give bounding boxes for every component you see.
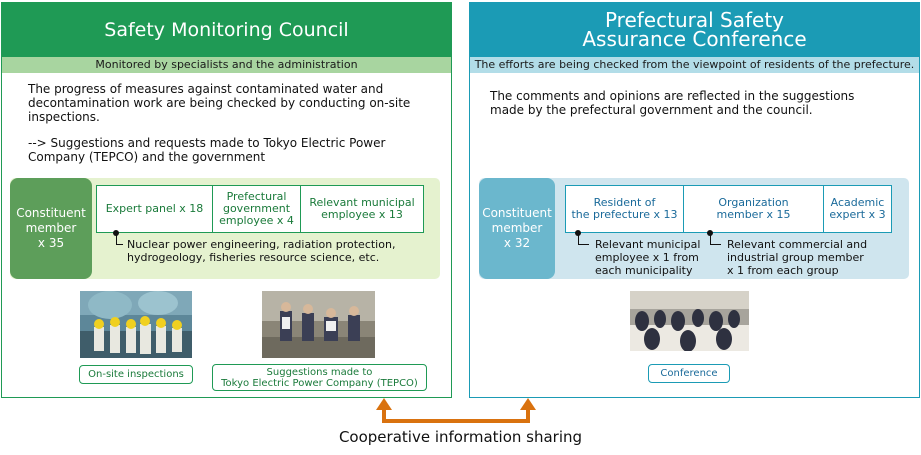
description-paragraph: The progress of measures against contami… bbox=[28, 82, 411, 124]
conference-label: Conference bbox=[648, 364, 730, 383]
connector-dot bbox=[575, 230, 581, 236]
member-cell-organization: Organization member x 15 bbox=[684, 186, 824, 232]
member-cell-residents: Resident of the prefecture x 13 bbox=[566, 186, 684, 232]
note-connector bbox=[116, 233, 123, 245]
municipal-employee-note: Relevant municipal employee x 1 from eac… bbox=[595, 238, 701, 277]
connector-dot bbox=[707, 230, 713, 236]
safety-monitoring-council-panel: Safety Monitoring Council Monitored by s… bbox=[1, 2, 452, 398]
panel-subtitle: The efforts are being checked from the v… bbox=[470, 57, 919, 73]
member-cell-academic: Academic expert x 3 bbox=[829, 196, 886, 221]
industrial-group-note: Relevant commercial and industrial group… bbox=[727, 238, 868, 277]
member-cell-municipal-employee: Relevant municipal employee x 13 bbox=[309, 196, 415, 221]
member-cell-prefectural-government: Prefectural government employee x 4 bbox=[213, 186, 301, 232]
suggestions-meeting-photo bbox=[262, 291, 375, 358]
expert-fields-note: Nuclear power engineering, radiation pro… bbox=[127, 238, 396, 264]
note-connector bbox=[710, 233, 721, 245]
suggestions-to-tepco-label: Suggestions made to Tokyo Electric Power… bbox=[212, 364, 427, 391]
panel-subtitle: Monitored by specialists and the adminis… bbox=[2, 57, 451, 73]
cooperative-sharing-label: Cooperative information sharing bbox=[338, 428, 583, 446]
member-cell-expert-panel: Expert panel x 18 bbox=[97, 186, 213, 232]
panel-title: Safety Monitoring Council bbox=[2, 3, 451, 57]
member-categories: Expert panel x 18 Prefectural government… bbox=[96, 185, 424, 233]
prefectural-safety-assurance-panel: Prefectural Safety Assurance Conference … bbox=[469, 2, 920, 398]
description-paragraph: The comments and opinions are reflected … bbox=[490, 89, 855, 117]
on-site-inspections-label: On-site inspections bbox=[79, 365, 193, 384]
connector-dot bbox=[113, 230, 119, 236]
panel-title: Prefectural Safety Assurance Conference bbox=[470, 3, 919, 57]
note-connector bbox=[578, 233, 589, 245]
conference-photo bbox=[630, 291, 749, 351]
on-site-inspection-photo bbox=[80, 291, 192, 358]
constituent-member-box: Constituent member x 35 bbox=[10, 178, 92, 279]
suggestions-paragraph: --> Suggestions and requests made to Tok… bbox=[28, 136, 386, 164]
constituent-member-box: Constituent member x 32 bbox=[479, 178, 555, 279]
member-categories: Resident of the prefecture x 13 Organiza… bbox=[565, 185, 892, 233]
